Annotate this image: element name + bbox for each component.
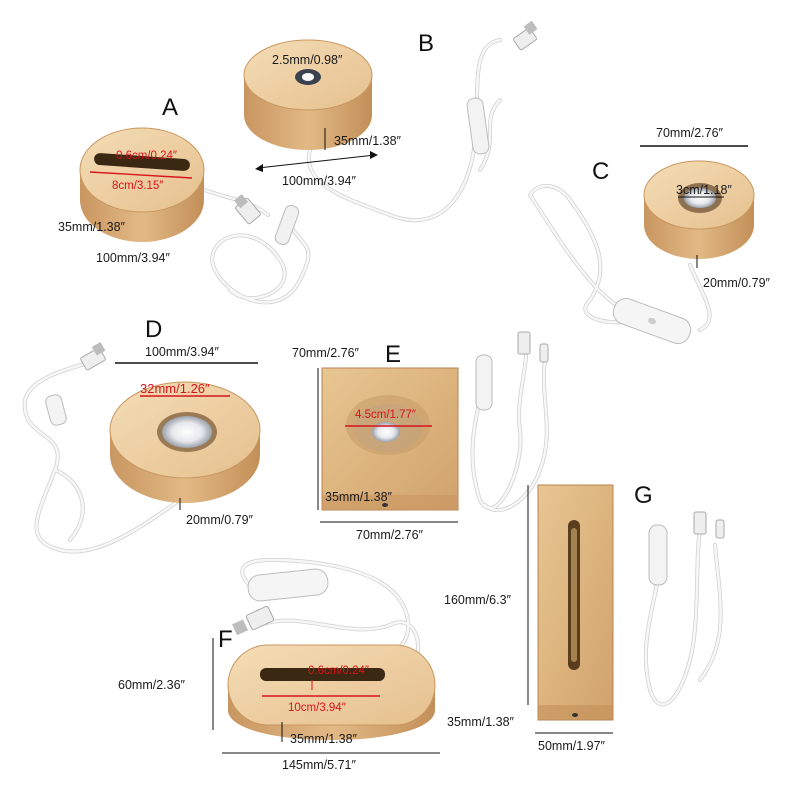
- item-f-length-label: 145mm/5.71″: [282, 758, 356, 772]
- item-e-hole-label: 4.5cm/1.77″: [355, 409, 416, 421]
- item-a-slot-length-label: 8cm/3.15″: [112, 180, 164, 192]
- item-a-letter: A: [162, 94, 179, 121]
- item-a-diameter-label: 100mm/3.94″: [96, 251, 170, 265]
- item-g-height-label: 35mm/1.38″: [447, 715, 514, 729]
- item-g-length-label: 160mm/6.3″: [444, 593, 511, 607]
- item-c-height-label: 20mm/0.79″: [703, 276, 770, 290]
- item-a-height-label: 35mm/1.38″: [58, 220, 125, 234]
- item-f-depth-label: 60mm/2.36″: [118, 678, 185, 692]
- item-d-height-label: 20mm/0.79″: [186, 513, 253, 527]
- item-d-hole-label: 32mm/1.26″: [140, 381, 210, 396]
- item-g-letter: G: [634, 482, 653, 509]
- item-b-diameter-label: 100mm/3.94″: [282, 174, 356, 188]
- item-c-letter: C: [592, 158, 610, 185]
- item-c-hole-label: 3cm/1.18″: [676, 183, 732, 197]
- item-g-rectangular-base: [527, 484, 725, 734]
- item-f-slot-length-label: 10cm/3.94″: [288, 702, 346, 714]
- item-e-square-base: [317, 331, 549, 523]
- item-b-hole-label: 2.5mm/0.98″: [272, 53, 343, 67]
- item-g-width-label: 50mm/1.97″: [538, 739, 605, 753]
- item-e-height-label: 35mm/1.38″: [325, 490, 392, 504]
- item-e-side-label: 70mm/2.76″: [292, 346, 359, 360]
- item-a-round-base-with-slot: [79, 127, 311, 305]
- item-a-slot-width-label: 0.6cm/0.24″: [116, 150, 177, 162]
- item-b-letter: B: [418, 30, 435, 57]
- item-e-width-label: 70mm/2.76″: [356, 528, 423, 542]
- item-f-slot-width-label: 0.6cm/0.24″: [308, 665, 369, 677]
- item-f-letter: F: [218, 626, 233, 653]
- item-d-round-base-flat: [22, 341, 261, 554]
- item-c-small-round-base: [527, 145, 755, 345]
- item-e-letter: E: [385, 341, 402, 368]
- item-f-oval-base: [212, 557, 440, 754]
- item-d-letter: D: [145, 316, 163, 343]
- item-b-round-base-with-led: [243, 20, 538, 223]
- item-d-diameter-label: 100mm/3.94″: [145, 345, 219, 359]
- item-c-diameter-label: 70mm/2.76″: [656, 126, 723, 140]
- item-b-height-label: 35mm/1.38″: [334, 134, 401, 148]
- item-f-height-label: 35mm/1.38″: [290, 732, 357, 746]
